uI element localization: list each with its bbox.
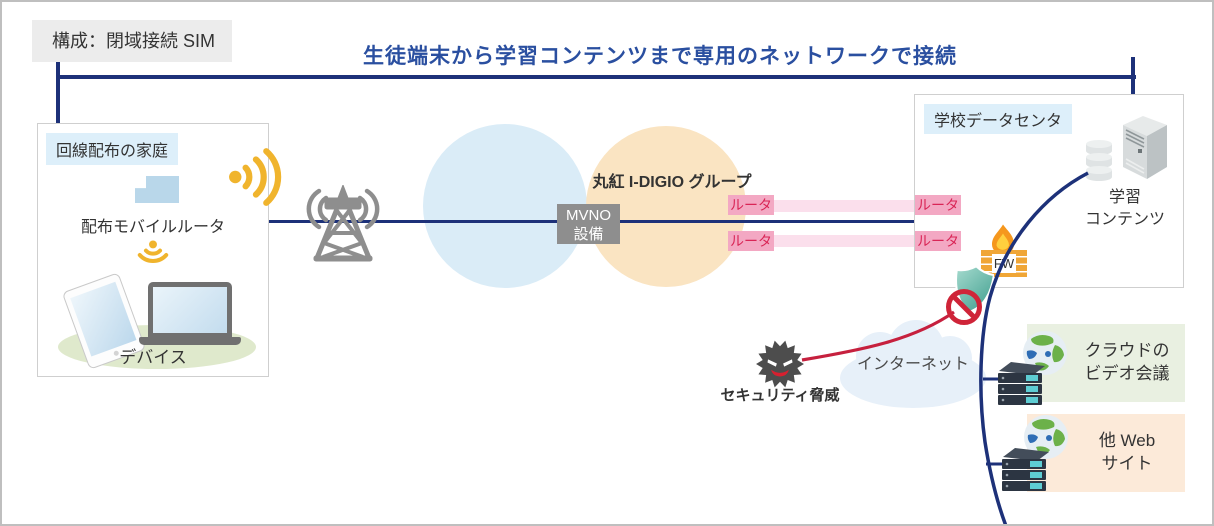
other-web-caption: 他 Web サイト: [1073, 430, 1181, 476]
config-label: 構成：閉域接続 SIM: [32, 20, 232, 62]
mvno-line2: 設備: [573, 226, 604, 244]
home-label: 回線配布の家庭: [46, 133, 179, 165]
server-rack-icon: [995, 359, 1049, 407]
cloud-video-line2: ビデオ会議: [1084, 363, 1170, 383]
mvno-equipment-box: MVNO 設備: [557, 204, 620, 244]
internet-label: インターネット: [856, 356, 969, 373]
datacenter-label: 学校データセンタ: [924, 104, 1073, 134]
prohibition-icon: [946, 289, 982, 325]
laptop-icon: [148, 282, 232, 338]
other-web-line2: サイト: [1101, 453, 1153, 473]
laptop-base: [139, 337, 241, 345]
datacenter-box: 学校データセンタ: [914, 94, 1184, 288]
virus-icon: [755, 339, 805, 389]
mvno-line1: MVNO: [566, 207, 611, 224]
carrier-line: [267, 220, 1035, 223]
learning-content-line2: コンテンツ: [1084, 211, 1165, 229]
devices-caption: デバイス: [119, 348, 187, 367]
server-rack-icon: [999, 445, 1053, 493]
router-link-band-bottom: [771, 235, 917, 247]
other-web-line1: 他 Web: [1098, 431, 1156, 450]
router-chip: ルータ: [728, 195, 774, 215]
cloud-video-caption: クラウドの ビデオ会議: [1073, 340, 1181, 386]
learning-content-caption: 学習 コンテンツ: [1065, 187, 1185, 232]
diagram-headline: 生徒端末から学習コンテンツまで専用のネットワークで接続: [363, 45, 957, 68]
cloud-video-line1: クラウドの: [1084, 341, 1170, 360]
cell-tower-icon: [297, 185, 389, 263]
wifi-signal-right-icon: [226, 146, 290, 208]
wifi-signal-down-icon: [130, 240, 176, 270]
learning-content-line1: 学習: [1108, 189, 1141, 206]
database-cylinder-icon: [1085, 139, 1113, 181]
line-left-tick: [56, 62, 60, 124]
firewall-label: FW: [992, 254, 1016, 273]
dedicated-network-line: [58, 75, 1136, 79]
group-label: 丸紅 I-DIGIO グループ: [592, 174, 752, 191]
threat-label: セキュリティ脅威: [720, 387, 840, 404]
router-chip: ルータ: [915, 195, 961, 215]
router-chip: ルータ: [728, 231, 774, 251]
mobile-router-caption: 配布モバイルルータ: [80, 219, 225, 236]
home-box: 回線配布の家庭 配布モバイルルータ: [37, 123, 282, 377]
router-link-band-top: [771, 200, 917, 212]
line-right-tick: [1131, 57, 1135, 95]
router-chip: ルータ: [915, 231, 961, 251]
mobile-router-icon: [135, 176, 179, 203]
server-tower-icon: [1117, 111, 1173, 181]
